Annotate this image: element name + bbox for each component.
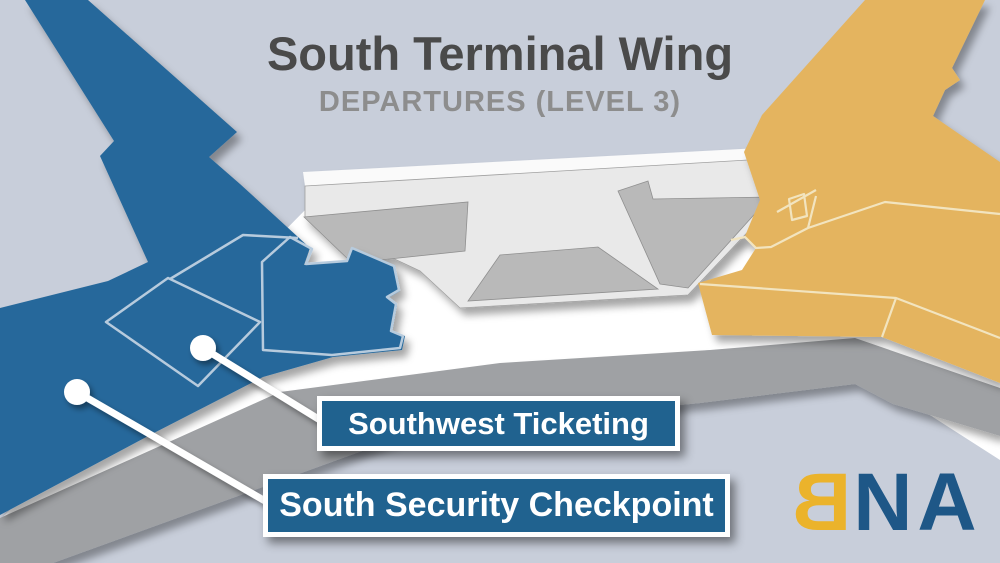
bna-logo: BNA <box>792 457 982 548</box>
east-lobby-outline-c <box>806 195 1000 230</box>
callout-south-security-checkpoint: South Security Checkpoint <box>263 474 730 537</box>
central-terminal-core <box>467 246 660 302</box>
east-lobby-outline-e <box>699 282 1000 340</box>
central-terminal-west-hall <box>303 201 469 264</box>
anchor-dot-south-security <box>64 379 90 405</box>
south-concourse <box>0 0 405 515</box>
south-lobby-edge-line <box>169 233 299 281</box>
southwest-ticketing-hall-outline <box>104 276 262 388</box>
roadway <box>0 338 1000 563</box>
terminal-apron <box>0 152 1000 520</box>
page-subtitle: DEPARTURES (LEVEL 3) <box>318 86 682 118</box>
central-terminal <box>303 148 779 309</box>
south-concourse-body <box>0 0 405 515</box>
leader-line-south-security <box>73 388 276 509</box>
east-concourse <box>698 0 1000 383</box>
east-lobby-outline-d <box>730 227 809 250</box>
callout-southwest-ticketing: Southwest Ticketing <box>317 396 680 451</box>
east-lobby-outline-a <box>776 189 817 213</box>
page-title: South Terminal Wing <box>266 27 734 80</box>
bna-logo-letter-b: B <box>792 457 852 548</box>
east-concourse-body <box>698 0 1000 383</box>
anchor-dot-southwest-ticketing <box>190 335 216 361</box>
south-checkpoint-lobby-outline <box>260 235 405 357</box>
east-lobby-outline-b <box>787 192 809 222</box>
bna-logo-letters-na: NA <box>853 457 982 548</box>
callout-leaders <box>64 335 324 509</box>
leader-line-southwest-ticketing <box>199 344 324 424</box>
